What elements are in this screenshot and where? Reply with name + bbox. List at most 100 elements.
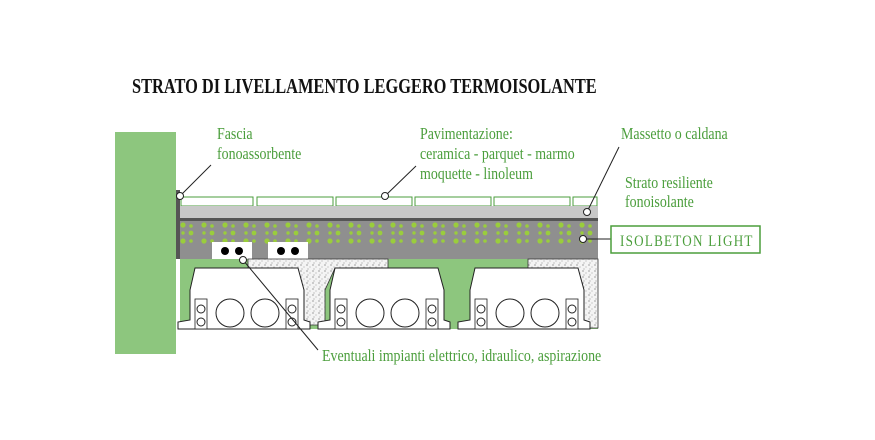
aggregate-dot <box>516 222 522 228</box>
aggregate-dot <box>462 239 466 243</box>
aggregate-dot <box>567 239 571 243</box>
aggregate-dot <box>588 239 592 243</box>
aggregate-dot <box>440 230 446 236</box>
aggregate-dot <box>328 231 332 235</box>
aggregate-dot <box>567 224 571 228</box>
aggregate-dot <box>210 239 214 243</box>
aggregate-dot <box>587 230 593 236</box>
wall <box>115 132 176 354</box>
aggregate-dot <box>412 231 416 235</box>
hollow-block <box>457 267 591 330</box>
aggregate-dot <box>252 239 256 243</box>
diagram-title: STRATO DI LIVELLAMENTO LEGGERO TERMOISOL… <box>132 75 597 98</box>
aggregate-dot <box>265 231 269 235</box>
aggregate-dot <box>378 239 382 243</box>
aggregate-dot <box>419 230 425 236</box>
aggregate-dot <box>441 239 445 243</box>
aggregate-dot <box>336 239 340 243</box>
aggregate-dot <box>188 230 194 236</box>
aggregate-dot <box>579 222 585 228</box>
aggregate-dot <box>474 222 480 228</box>
aggregate-dot <box>399 224 403 228</box>
aggregate-dot <box>475 231 479 235</box>
aggregate-dot <box>517 231 521 235</box>
hollow-block <box>317 267 451 330</box>
isolbeton-aggregate <box>180 222 593 244</box>
aggregate-dot <box>432 222 438 228</box>
aggregate-dot <box>285 222 291 228</box>
aggregate-dot <box>390 222 396 228</box>
aggregate-dot <box>525 224 529 228</box>
aggregate-dot <box>377 230 383 236</box>
aggregate-dot <box>525 239 529 243</box>
aggregate-dot <box>335 230 341 236</box>
aggregate-dot <box>546 239 550 243</box>
aggregate-dot <box>189 239 193 243</box>
aggregate-dot <box>180 238 186 244</box>
aggregate-dot <box>495 238 501 244</box>
aggregate-dot <box>315 239 319 243</box>
aggregate-dot <box>411 222 417 228</box>
label-fascia-1: Fascia <box>217 125 253 144</box>
aggregate-dot <box>411 238 417 244</box>
label-impianti: Eventuali impianti elettrico, idraulico,… <box>322 347 601 366</box>
aggregate-dot <box>482 230 488 236</box>
aggregate-dot <box>348 238 354 244</box>
aggregate-dot <box>336 224 340 228</box>
aggregate-dot <box>495 222 501 228</box>
aggregate-dot <box>545 230 551 236</box>
hollow-blocks <box>177 267 591 330</box>
aggregate-dot <box>483 239 487 243</box>
aggregate-dot <box>181 231 185 235</box>
aggregate-dot <box>293 230 299 236</box>
label-pavimentazione-3: moquette - linoleum <box>420 165 533 184</box>
aggregate-dot <box>201 238 207 244</box>
label-massetto: Massetto o caldana <box>621 125 728 144</box>
aggregate-dot <box>222 222 228 228</box>
label-pavimentazione-1: Pavimentazione: <box>420 125 513 144</box>
aggregate-dot <box>369 238 375 244</box>
aggregate-dot <box>356 230 362 236</box>
aggregate-dot <box>420 224 424 228</box>
label-fascia-2: fonoassorbente <box>217 145 301 164</box>
aggregate-dot <box>273 239 277 243</box>
aggregate-dot <box>453 222 459 228</box>
aggregate-dot <box>349 231 353 235</box>
aggregate-dot <box>202 231 206 235</box>
aggregate-dot <box>516 238 522 244</box>
hollow-block <box>177 267 311 330</box>
aggregate-dot <box>370 231 374 235</box>
resilient-layer <box>180 218 598 221</box>
aggregate-dot <box>348 222 354 228</box>
aggregate-dot <box>264 222 270 228</box>
aggregate-dot <box>315 224 319 228</box>
aggregate-dot <box>209 230 215 236</box>
pipe-box <box>268 242 308 259</box>
aggregate-dot <box>378 224 382 228</box>
aggregate-dot <box>307 231 311 235</box>
aggregate-dot <box>357 239 361 243</box>
aggregate-dot <box>441 224 445 228</box>
aggregate-dot <box>453 238 459 244</box>
aggregate-dot <box>327 238 333 244</box>
aggregate-dot <box>566 230 572 236</box>
screed-layer <box>180 206 598 218</box>
aggregate-dot <box>399 239 403 243</box>
product-label-box <box>610 225 761 254</box>
aggregate-dot <box>474 238 480 244</box>
aggregate-dot <box>251 230 257 236</box>
aggregate-dot <box>180 222 186 228</box>
aggregate-dot <box>327 222 333 228</box>
aggregate-dot <box>454 231 458 235</box>
aggregate-dot <box>546 224 550 228</box>
aggregate-dot <box>369 222 375 228</box>
aggregate-dot <box>252 224 256 228</box>
label-resiliente-2: fonoisolante <box>625 193 694 212</box>
aggregate-dot <box>231 224 235 228</box>
aggregate-dot <box>390 238 396 244</box>
product-label: ISOLBETON LIGHT <box>620 233 754 250</box>
aggregate-dot <box>433 231 437 235</box>
aggregate-dot <box>294 224 298 228</box>
aggregate-dot <box>420 239 424 243</box>
